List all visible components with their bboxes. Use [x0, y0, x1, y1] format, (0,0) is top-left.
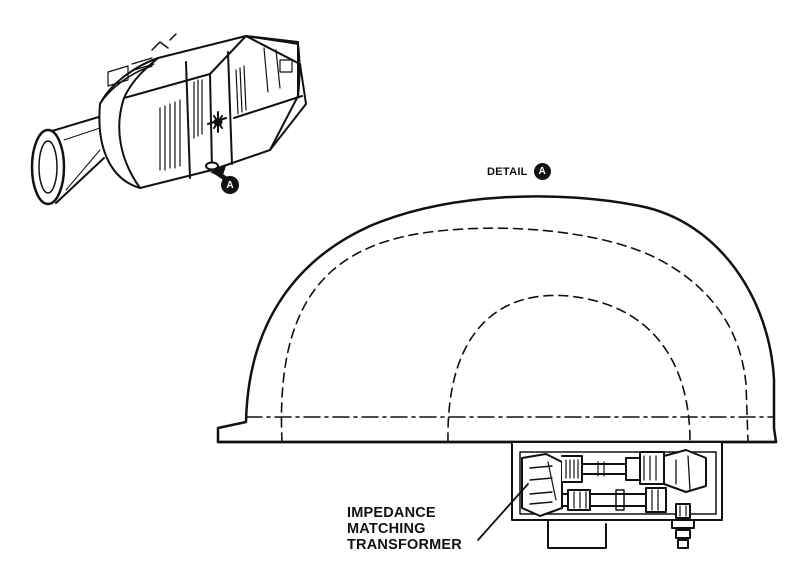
transformer-housing: [511, 441, 723, 549]
engine-nozzle: [30, 115, 105, 206]
component-label-line: IMPEDANCE: [347, 505, 436, 521]
detail-title: DETAIL A: [487, 163, 551, 180]
spacecraft-illustration: [30, 33, 307, 206]
detail-marker: A: [533, 163, 551, 180]
component-label-line: MATCHING: [347, 521, 426, 537]
leader-line: [477, 483, 529, 541]
component-label-line: TRANSFORMER: [347, 537, 462, 553]
antenna-housing: [216, 195, 778, 444]
command-module: [151, 33, 301, 151]
service-module: [98, 35, 307, 189]
spacecraft-callout-marker: A: [221, 176, 239, 194]
component-label: IMPEDANCE MATCHING TRANSFORMER: [347, 505, 462, 553]
detail-title-text: DETAIL: [487, 165, 528, 178]
